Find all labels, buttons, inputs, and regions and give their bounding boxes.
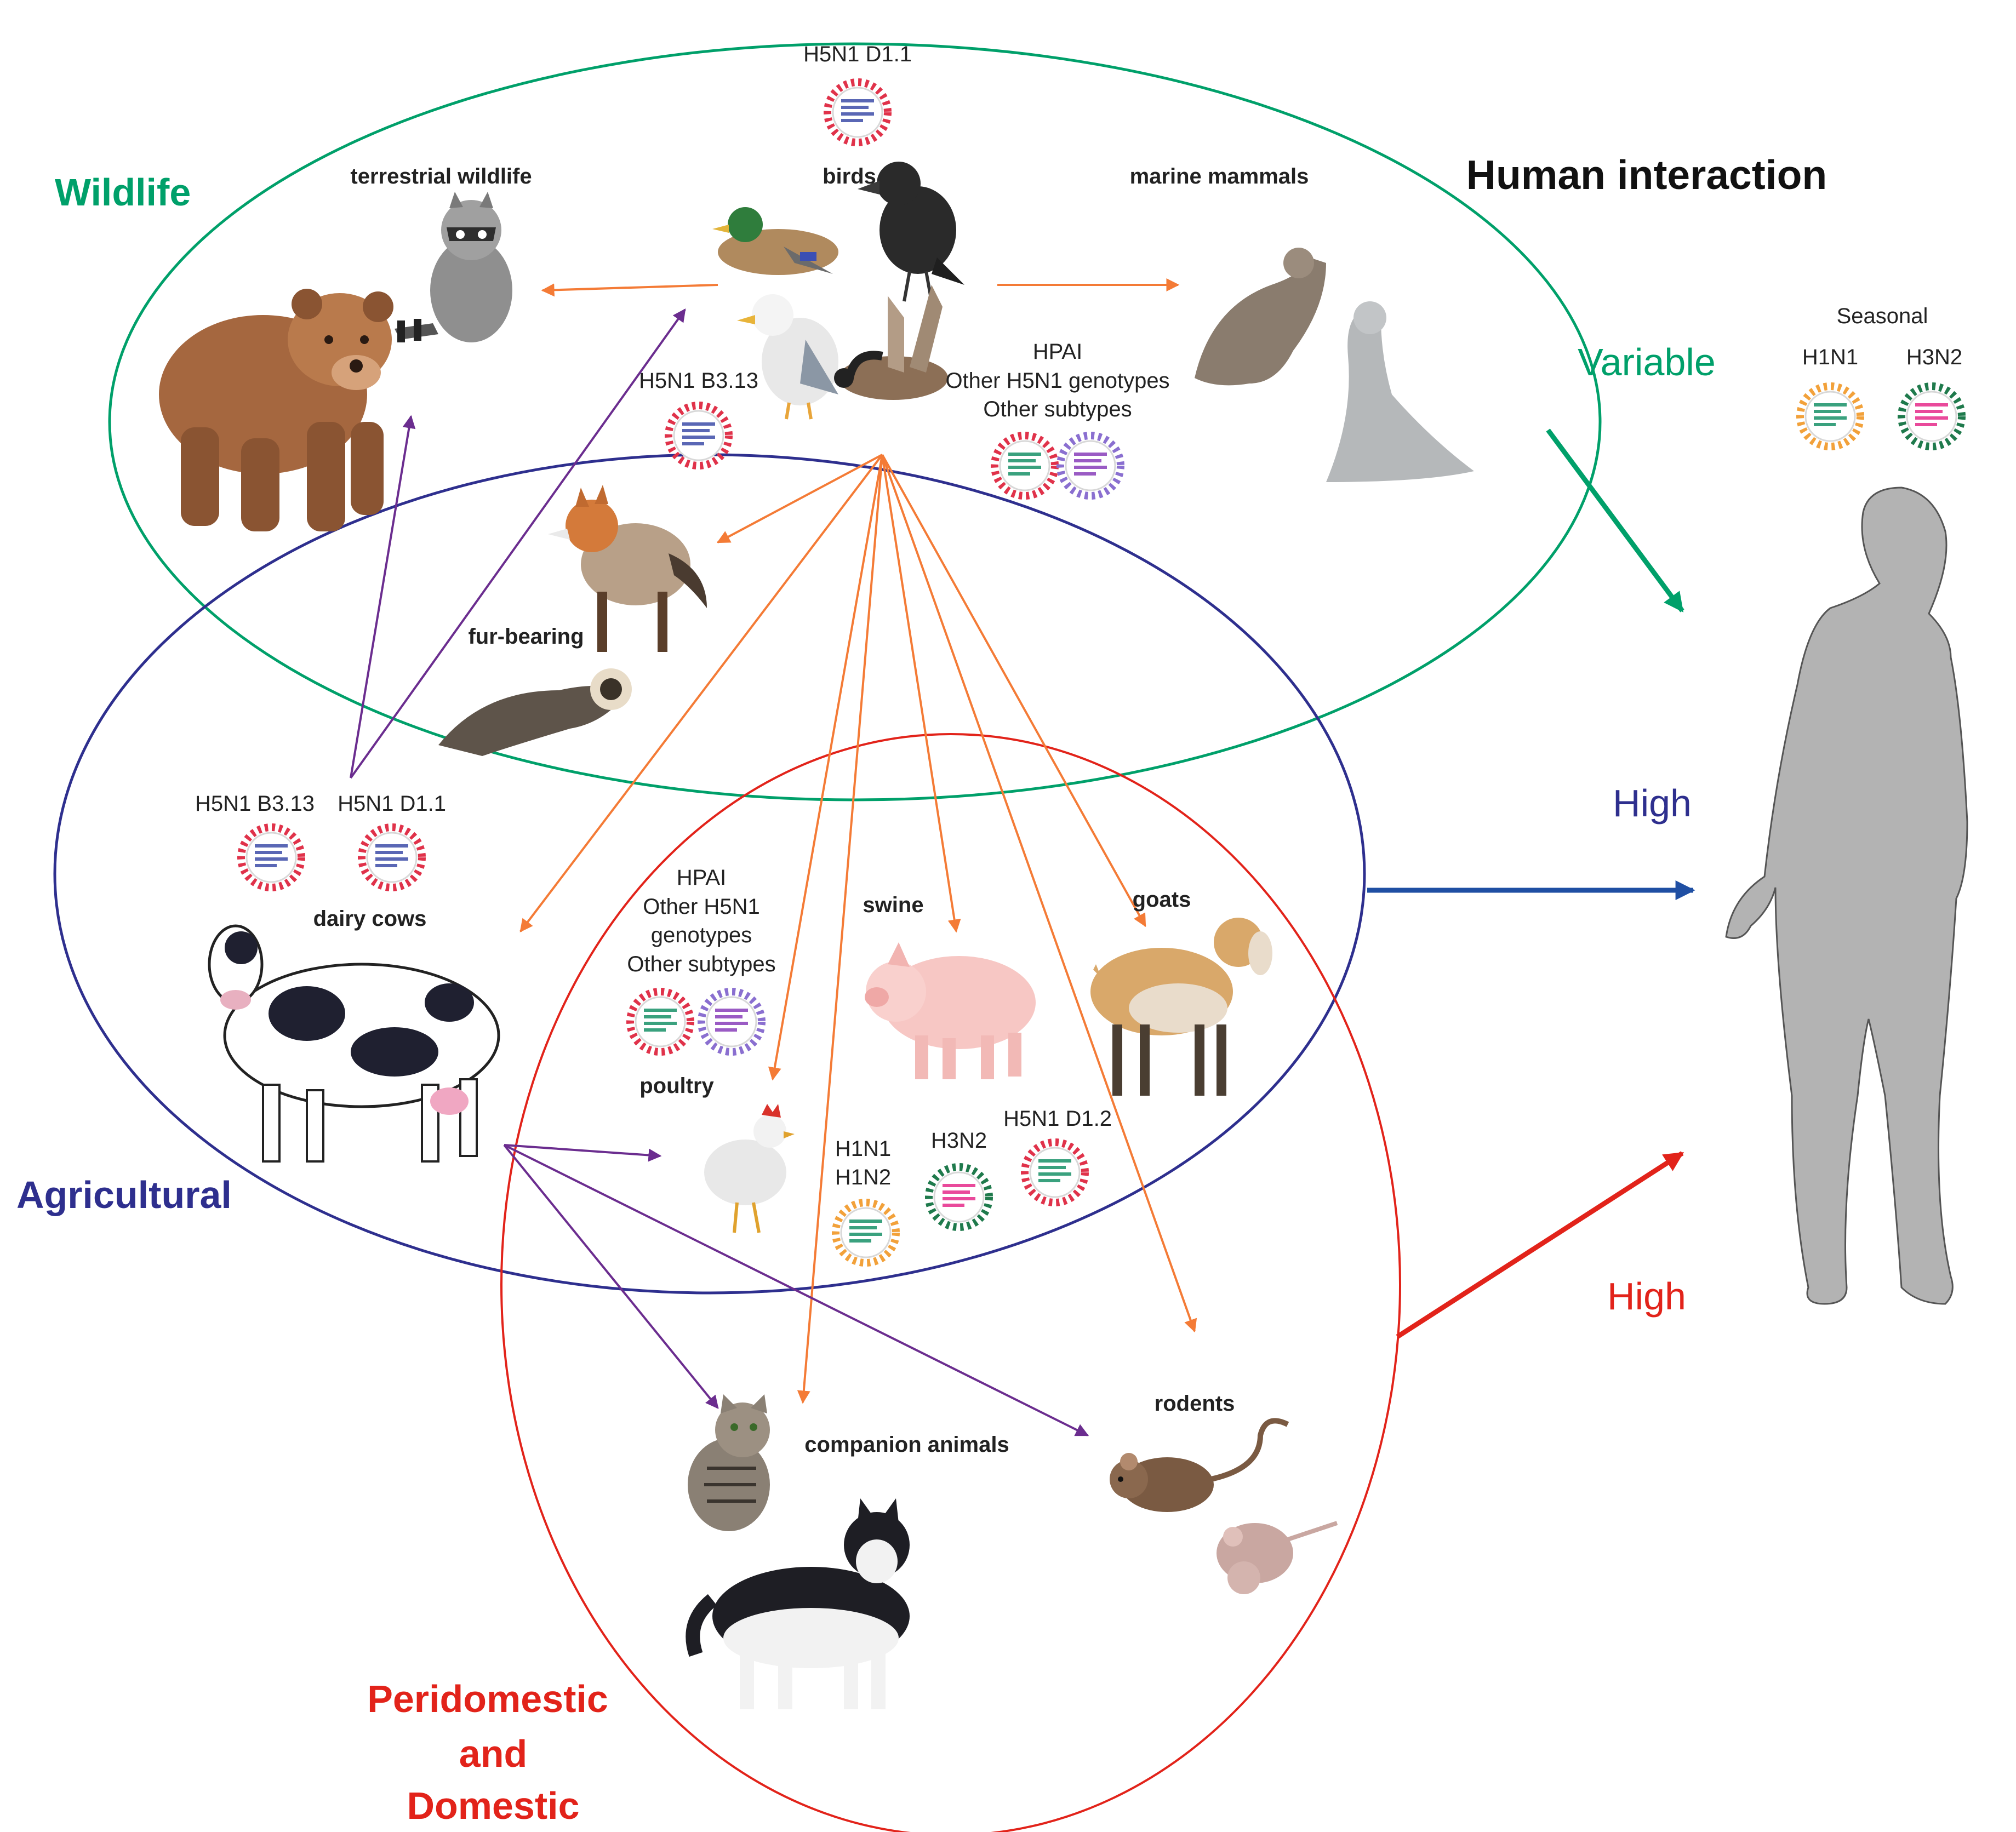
strain-label: H5N1 D1.1 [803, 42, 912, 66]
virus-icon [827, 82, 888, 142]
bear-icon [159, 289, 393, 531]
arrow-cow-to-birds [350, 308, 686, 779]
strain-label: H3N2 [931, 1129, 987, 1153]
virus-icon [669, 405, 729, 466]
arrow-birds-to-fur [716, 454, 883, 543]
duck-icon [712, 207, 838, 275]
raccoon-icon [395, 192, 512, 342]
crow-icon [858, 162, 964, 302]
virus-icon [1025, 1142, 1085, 1203]
arrow-birds-to-terrestrial [541, 283, 718, 297]
arrow-wildlife-to-human [1546, 428, 1684, 612]
group-label-companion-animals: companion animals [804, 1433, 1009, 1457]
strain-label: H1N1 [835, 1137, 891, 1161]
arrow-peridomestic-to-human [1396, 1151, 1684, 1339]
group-label-birds: birds [823, 164, 876, 188]
group-label-fur-bearing: fur-bearing [468, 625, 584, 649]
virus-icon [995, 436, 1055, 496]
virus-icon [701, 992, 762, 1052]
strain-label: H5N1 B3.13 [195, 792, 315, 816]
strain-label: Other H5N1 genotypes [945, 369, 1169, 393]
arrow-birds-to-goats [881, 454, 1146, 928]
goat-icon [1090, 918, 1272, 1096]
fox-icon [548, 485, 707, 652]
rat-icon [1217, 1521, 1338, 1594]
arrow-birds-to-poultry [768, 454, 883, 1081]
strain-label: genotypes [651, 923, 752, 947]
region-label-agricultural: Agricultural [16, 1173, 232, 1216]
ferret-icon [438, 668, 632, 756]
region-label-peridomestic-line1: Peridomestic [367, 1678, 608, 1720]
arrow-cow-to-rodents [504, 1144, 1089, 1436]
strain-label: Other subtypes [983, 397, 1132, 421]
group-label-rodents: rodents [1155, 1392, 1235, 1416]
human-silhouette-icon [1725, 486, 1968, 1305]
sea-lion-icon [1195, 248, 1474, 482]
wildlife-interaction-level: Variable [1578, 341, 1716, 383]
virus-icon [1800, 386, 1860, 446]
region-label-peridomestic-line2: and [459, 1732, 527, 1775]
cow-icon [208, 924, 500, 1163]
virus-icon [241, 827, 301, 888]
wildlife-ellipse [108, 42, 1602, 802]
virus-icon [929, 1167, 989, 1227]
peridomestic-interaction-level: High [1607, 1275, 1686, 1318]
seasonal-label: Seasonal [1837, 304, 1928, 328]
virus-icon [836, 1203, 896, 1263]
peridomestic-ellipse [500, 733, 1401, 1832]
cat-icon [688, 1394, 770, 1531]
chicken-icon [704, 1104, 795, 1233]
gull-icon [737, 294, 838, 420]
agricultural-interaction-level: High [1613, 782, 1692, 825]
region-label-wildlife: Wildlife [55, 171, 191, 214]
region-label-peridomestic-line3: Domestic [407, 1784, 579, 1827]
arrow-cow-to-terrestrial [350, 415, 416, 778]
strain-label: HPAI [677, 866, 726, 890]
arrow-birds-to-companion [797, 454, 883, 1404]
group-label-marine-mammals: marine mammals [1130, 164, 1309, 188]
arrow-cow-to-poultry [504, 1144, 662, 1162]
virus-icon [362, 827, 422, 888]
seasonal-h3n2-label: H3N2 [1906, 345, 1962, 369]
group-label-dairy-cows: dairy cows [313, 907, 427, 931]
pig-icon [865, 942, 1036, 1079]
goose-icon [834, 285, 948, 400]
group-label-poultry: poultry [639, 1074, 714, 1098]
seasonal-h1n1-label: H1N1 [1802, 345, 1858, 369]
strain-label: H5N1 D1.1 [338, 792, 446, 816]
strain-label: Other H5N1 [643, 895, 759, 919]
strain-label: H5N1 B3.13 [639, 369, 758, 393]
arrow-birds-to-swine [881, 454, 961, 933]
virus-icon [630, 992, 690, 1052]
group-label-swine: swine [863, 893, 923, 917]
virus-icon [1060, 436, 1121, 496]
strain-label: H1N2 [835, 1165, 891, 1189]
strain-label: Other subtypes [627, 952, 775, 976]
group-label-goats: goats [1133, 888, 1191, 912]
husky-icon [686, 1498, 910, 1709]
group-label-terrestrial-wildlife: terrestrial wildlife [350, 164, 532, 188]
strain-label: H5N1 D1.2 [1003, 1107, 1112, 1131]
human-interaction-title: Human interaction [1466, 152, 1827, 198]
mouse-icon [1110, 1418, 1289, 1512]
arrow-birds-to-rodents [881, 454, 1197, 1333]
strain-label: HPAI [1033, 340, 1082, 364]
arrow-cow-to-companion [503, 1144, 719, 1409]
arrow-birds-to-cow [519, 454, 883, 932]
virus-icon [1901, 386, 1962, 446]
